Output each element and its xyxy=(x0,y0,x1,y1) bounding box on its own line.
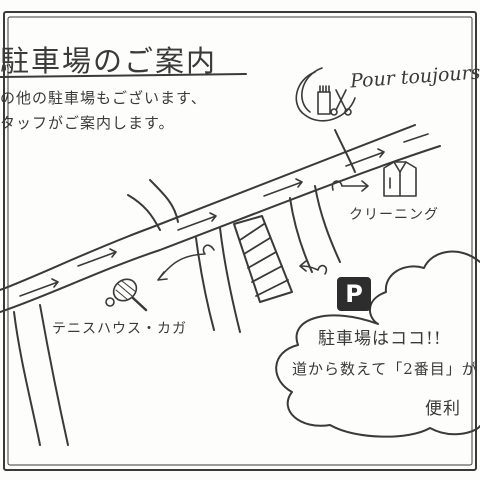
parking-note-line-1: 駐車場はココ!! xyxy=(318,329,442,349)
middle-road-left-edge xyxy=(195,237,215,331)
main-road-bottom-edge xyxy=(0,145,441,313)
side-road-left-a xyxy=(127,194,161,231)
arrow-to-tennis xyxy=(157,244,215,281)
speech-cloud xyxy=(275,250,480,438)
arrow-to-cleaning xyxy=(331,180,369,192)
intro-line-2: タッフがご案内します。 xyxy=(0,114,175,132)
arrow-to-parking xyxy=(299,260,328,275)
main-road-top-edge xyxy=(0,124,416,291)
frame-inner xyxy=(7,16,473,466)
frame-outer xyxy=(3,11,477,471)
tennis-racket-icon xyxy=(105,278,148,312)
parking-lot xyxy=(233,215,293,303)
lower-road-right-edge xyxy=(39,304,69,446)
page-title: 駐車場のご案内 xyxy=(0,44,218,78)
lower-road-left-edge xyxy=(13,311,41,446)
upper-right-road-a xyxy=(334,129,356,173)
scissors-comb-icon xyxy=(295,67,356,122)
right-road-right-edge xyxy=(314,185,341,263)
cleaning-label: クリーニング xyxy=(349,207,439,223)
parking-note-line-2: 道から数えて「2番目」が xyxy=(292,360,478,378)
middle-road-right-edge xyxy=(219,227,241,333)
intro-line-1: の他の駐車場もございます、 xyxy=(0,89,207,107)
side-road-left-b xyxy=(149,179,179,223)
traffic-arrows xyxy=(19,133,429,297)
parking-note-line-3: 便利 xyxy=(425,399,461,419)
shirt-icon xyxy=(383,161,417,197)
parking-badge: P xyxy=(337,277,371,311)
title-underline xyxy=(0,73,247,78)
right-road-left-edge xyxy=(289,197,313,273)
tennis-label: テニスハウス・カガ xyxy=(52,321,187,337)
